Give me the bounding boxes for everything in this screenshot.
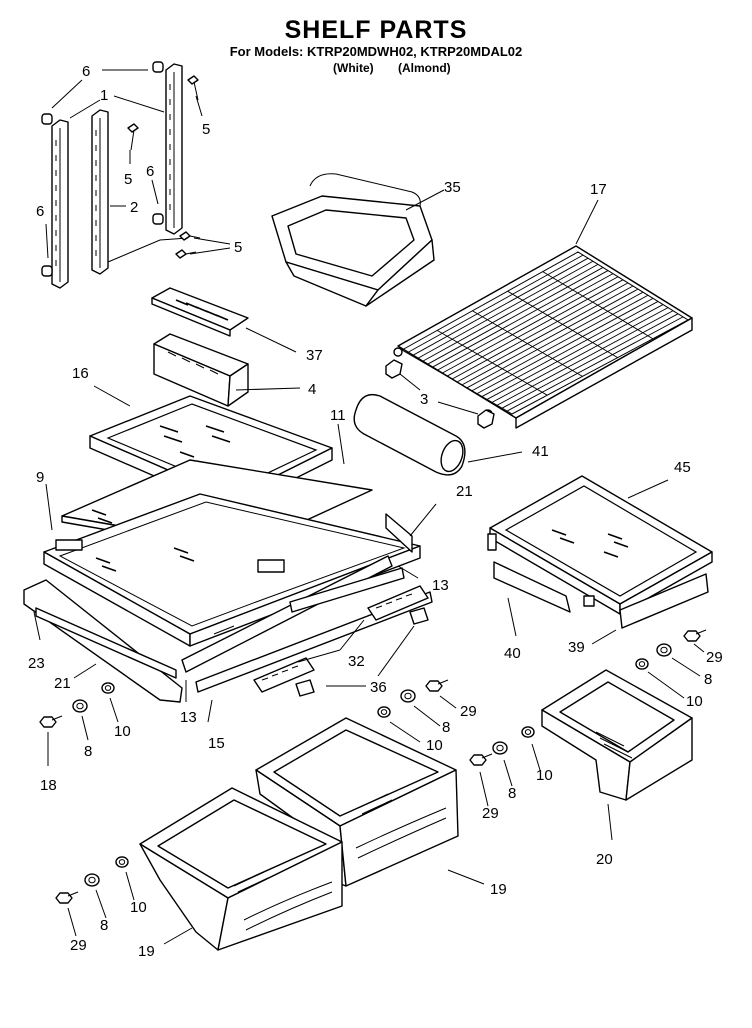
callout-35: 35 [444, 179, 461, 196]
dairy-bin [271, 173, 445, 307]
crisper-drawer-upper [255, 717, 485, 887]
callout-29: 29 [706, 649, 723, 666]
callout-16: 16 [72, 365, 89, 382]
shelf-support-left [493, 561, 571, 637]
crisper-cover-tube [353, 393, 523, 476]
shelf-rail-left [51, 119, 69, 289]
callout-9: 9 [36, 469, 44, 486]
rail-leader-lines [45, 69, 231, 259]
callout-2: 2 [130, 199, 138, 216]
callout-6: 6 [36, 203, 44, 220]
callout-8: 8 [442, 719, 450, 736]
shelf-support-front [591, 573, 709, 645]
callout-20: 20 [596, 851, 613, 868]
callout-10: 10 [114, 723, 131, 740]
callout-37: 37 [306, 347, 323, 364]
wire-shelf [393, 199, 693, 429]
callout-13: 13 [180, 709, 197, 726]
variant-almond-label: (Almond) [398, 61, 451, 75]
callout-11: 11 [330, 407, 346, 424]
callout-29: 29 [460, 703, 477, 720]
callout-40: 40 [504, 645, 521, 662]
shelf-45-brackets [487, 533, 595, 607]
callout-8: 8 [84, 743, 92, 760]
callout-6: 6 [82, 63, 90, 80]
callout-21: 21 [54, 675, 71, 692]
callout-10: 10 [130, 899, 147, 916]
callout-6: 6 [146, 163, 154, 180]
callout-5: 5 [234, 239, 242, 256]
callout-1: 1 [100, 87, 108, 104]
callout-17: 17 [590, 181, 607, 198]
callout-8: 8 [100, 917, 108, 934]
callout-23: 23 [28, 655, 45, 672]
callout-29: 29 [482, 805, 499, 822]
callout-8: 8 [508, 785, 516, 802]
callout-19: 19 [490, 881, 507, 898]
callout-10: 10 [536, 767, 553, 784]
shelf-rail-right [165, 63, 183, 235]
callout-32: 32 [348, 653, 365, 670]
callout-21: 21 [456, 483, 473, 500]
fasteners [39, 629, 707, 937]
crisper-drawer-lower [139, 787, 343, 951]
dairy-door [151, 287, 297, 353]
variant-white-label: (White) [333, 61, 374, 75]
callout-10: 10 [686, 693, 703, 710]
dairy-bin-small [153, 333, 301, 407]
slide-assemblies [253, 585, 429, 697]
trim-strips [23, 503, 437, 723]
callout-36: 36 [370, 679, 387, 696]
callout-5: 5 [124, 171, 132, 188]
shelf-rail-center [91, 109, 189, 275]
rail-screws [127, 75, 201, 259]
callout-3: 3 [420, 391, 428, 408]
callout-29: 29 [70, 937, 87, 954]
callout-8: 8 [704, 671, 712, 688]
rail-end-caps [41, 61, 164, 277]
callout-45: 45 [674, 459, 691, 476]
models-line: For Models: KTRP20MDWH02, KTRP20MDAL02 [229, 44, 523, 59]
shelf-frame [43, 483, 421, 647]
callout-39: 39 [568, 639, 585, 656]
page-title: SHELF PARTS [284, 16, 468, 44]
callout-18: 18 [40, 777, 57, 794]
callout-5: 5 [202, 121, 210, 138]
callout-41: 41 [532, 443, 549, 460]
shelf-bracket-clips [385, 359, 495, 429]
meat-drawer [541, 669, 693, 841]
callout-4: 4 [308, 381, 316, 398]
callout-19: 19 [138, 943, 155, 960]
callout-10: 10 [426, 737, 443, 754]
callout-15: 15 [208, 735, 225, 752]
callout-13: 13 [432, 577, 449, 594]
